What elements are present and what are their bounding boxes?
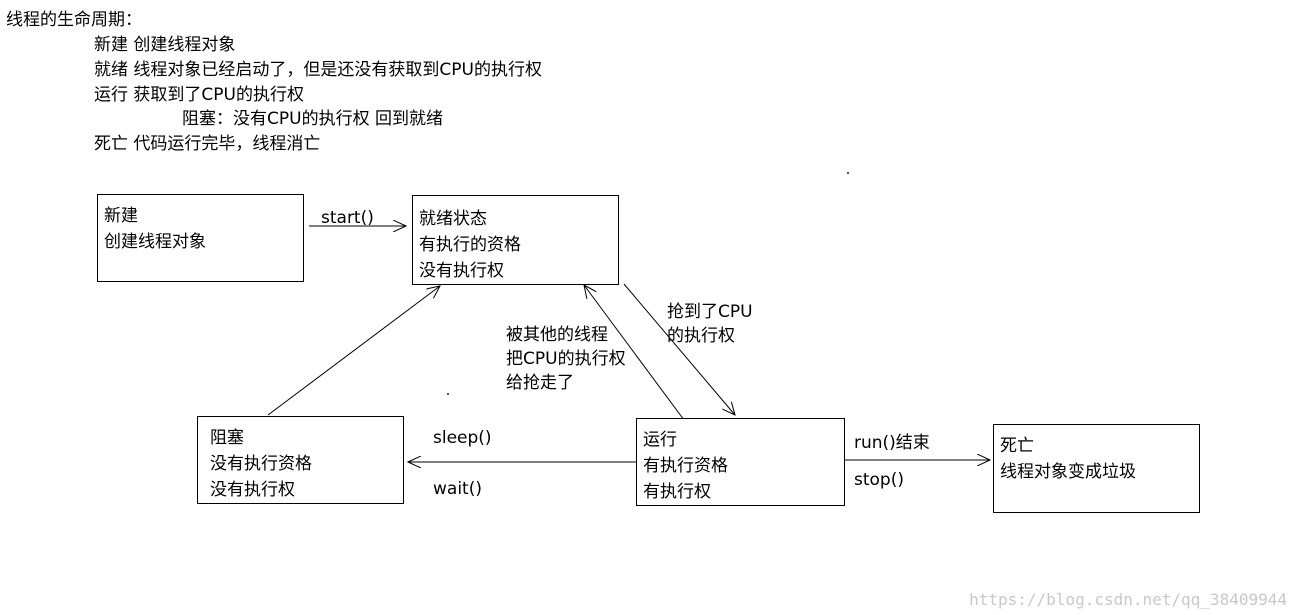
state-ready-line2: 没有执行权 <box>419 261 504 281</box>
state-dead-box: 死亡 线程对象变成垃圾 <box>993 424 1200 513</box>
label-wait: wait() <box>433 479 482 499</box>
intro-line-running: 运行 获取到了CPU的执行权 <box>94 85 304 105</box>
state-running-box: 运行 有执行资格 有执行权 <box>636 418 845 506</box>
state-dead-desc: 线程对象变成垃圾 <box>1000 462 1136 482</box>
lifecycle-heading: 线程的生命周期： <box>6 10 142 30</box>
state-blocked-title: 阻塞 <box>210 428 244 448</box>
state-ready-box: 就绪状态 有执行的资格 没有执行权 <box>412 195 619 285</box>
state-new-box: 新建 创建线程对象 <box>97 194 304 282</box>
state-ready-title: 就绪状态 <box>419 209 487 229</box>
state-ready-line1: 有执行的资格 <box>419 235 521 255</box>
label-sleep: sleep() <box>433 428 492 448</box>
state-dead-title: 死亡 <box>1000 436 1034 456</box>
state-blocked-box: 阻塞 没有执行资格 没有执行权 <box>197 416 404 504</box>
arrow-running-to-ready <box>584 285 685 421</box>
intro-line-dead: 死亡 代码运行完毕，线程消亡 <box>94 134 321 154</box>
state-running-title: 运行 <box>643 430 677 450</box>
label-start: start() <box>321 208 374 228</box>
state-new-title: 新建 <box>104 206 138 226</box>
state-blocked-line1: 没有执行资格 <box>210 454 312 474</box>
label-grab-cpu: 抢到了CPU 的执行权 <box>667 300 753 348</box>
state-blocked-line2: 没有执行权 <box>210 480 295 500</box>
label-run-end: run()结束 <box>854 433 930 453</box>
intro-line-blocked: 阻塞：没有CPU的执行权 回到就绪 <box>182 109 443 129</box>
state-running-line2: 有执行权 <box>643 482 711 502</box>
label-preempted-line3: 给抢走了 <box>506 373 574 393</box>
state-new-desc: 创建线程对象 <box>104 232 206 252</box>
arrow-ready-to-running <box>623 283 735 415</box>
intro-line-ready: 就绪 线程对象已经启动了，但是还没有获取到CPU的执行权 <box>94 60 542 80</box>
label-grab-cpu-line2: 的执行权 <box>667 326 735 346</box>
state-running-line1: 有执行资格 <box>643 456 728 476</box>
label-preempted: 被其他的线程 把CPU的执行权 给抢走了 <box>506 323 626 395</box>
watermark: https://blog.csdn.net/qq_38409944 <box>969 590 1287 609</box>
arrow-blocked-to-ready <box>267 286 440 416</box>
speck <box>847 172 849 174</box>
label-preempted-line2: 把CPU的执行权 <box>506 349 626 369</box>
intro-line-new: 新建 创建线程对象 <box>94 35 236 55</box>
speck <box>447 393 449 395</box>
label-grab-cpu-line1: 抢到了CPU <box>667 302 753 322</box>
label-stop: stop() <box>854 470 904 490</box>
label-preempted-line1: 被其他的线程 <box>506 325 608 345</box>
